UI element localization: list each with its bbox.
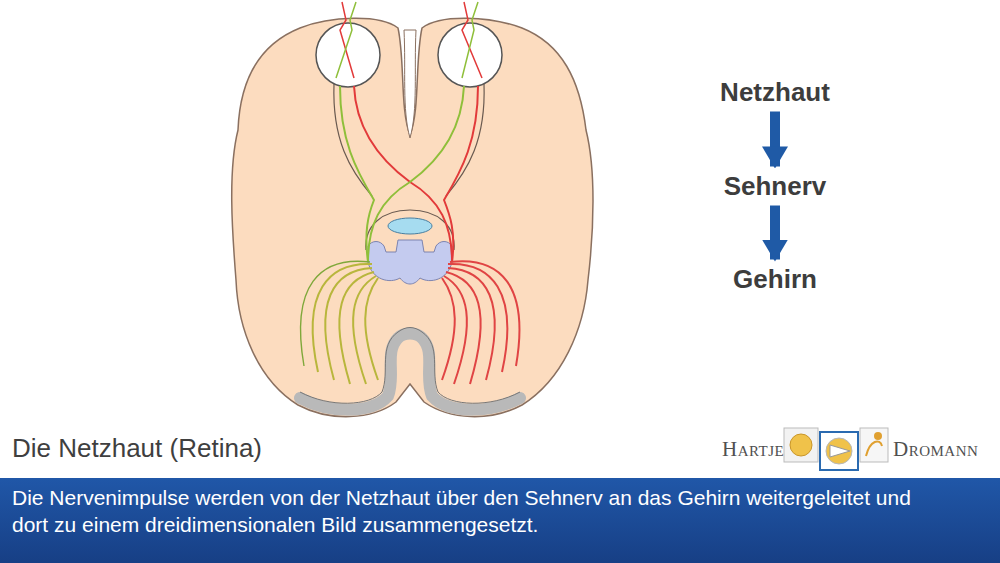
radiation-fiber (365, 278, 378, 380)
chiasm-ring (366, 210, 454, 250)
flow-step: Sehnerv (718, 169, 833, 204)
logo-icon (860, 428, 888, 462)
light-ray (462, 2, 478, 78)
logo-word: DROMANN (893, 437, 978, 462)
ventricle (388, 218, 432, 234)
flow-step: Gehirn (727, 262, 823, 297)
flow-arrow (770, 206, 780, 260)
logo-icon (784, 428, 818, 462)
step-label: Netzhaut (720, 77, 830, 108)
logo-word: HARTJE (722, 437, 784, 462)
visual-cortex-edge (300, 328, 520, 404)
radiation-fiber (353, 276, 376, 384)
radiation-fiber (444, 276, 467, 384)
step-label: Sehnerv (724, 171, 827, 202)
logo-icon (820, 432, 858, 470)
radiation-fiber (450, 261, 519, 366)
light-ray (462, 2, 482, 78)
logo-icon (874, 432, 882, 440)
optic-radiation-right (442, 261, 519, 384)
step-label: Gehirn (733, 264, 817, 295)
visual-cortex (300, 334, 520, 410)
optic-fiber-green (340, 86, 374, 262)
eye-right (438, 23, 502, 87)
radiation-fiber (339, 272, 374, 384)
optic-fiber-green (368, 86, 464, 262)
radiation-fiber (446, 272, 481, 384)
optic-radiation-left (313, 264, 378, 384)
radiation-fiber (301, 261, 370, 366)
slide-title: Die Netzhaut (Retina) (12, 433, 262, 464)
flow-arrow (770, 112, 780, 167)
logo-icon (826, 438, 852, 464)
light-ray (336, 2, 356, 78)
optic-fiber-red (354, 86, 452, 262)
caption-text: Die Nervenimpulse werden von der Netzhau… (12, 484, 952, 539)
flow-step: Netzhaut (714, 75, 836, 110)
logo-icon (866, 441, 882, 456)
fissure (404, 30, 416, 138)
midbrain (368, 240, 452, 284)
brain-outline (232, 18, 593, 416)
logo-icon (790, 434, 812, 456)
optic-radiation-left-green (301, 261, 370, 366)
logo-icon (830, 445, 850, 457)
radiation-fiber (442, 278, 455, 380)
